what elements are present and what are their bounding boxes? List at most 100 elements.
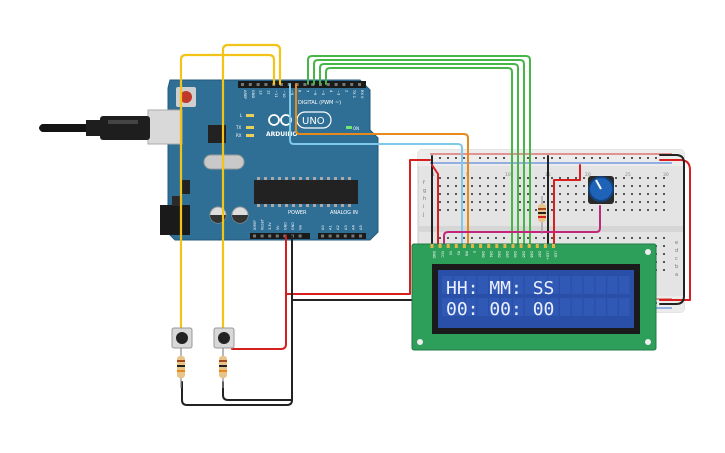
lcd-pin[interactable] xyxy=(446,244,450,248)
chip-leg xyxy=(264,204,267,207)
header-pin[interactable] xyxy=(351,234,355,238)
lcd-pin[interactable] xyxy=(511,244,515,248)
lcd-pin[interactable] xyxy=(471,244,474,248)
header-pin[interactable] xyxy=(268,234,272,238)
header-pin[interactable] xyxy=(359,234,362,238)
lcd-line-1: HH: MM: SS xyxy=(446,278,554,299)
header-pin[interactable] xyxy=(241,83,244,86)
lcd-pin[interactable] xyxy=(527,244,531,248)
header-pin[interactable] xyxy=(303,83,307,86)
top-pin-label: AREF xyxy=(243,90,247,99)
wire-red-jumper[interactable] xyxy=(553,164,581,247)
breadboard-hole xyxy=(543,193,545,195)
wire-green-d2[interactable] xyxy=(313,59,525,247)
breadboard-hole xyxy=(535,177,537,179)
chip-leg xyxy=(348,204,351,207)
header-pin[interactable] xyxy=(326,83,330,86)
breadboard-hole xyxy=(519,177,521,179)
header-pin[interactable] xyxy=(260,234,264,238)
pushbutton-1[interactable] xyxy=(171,327,193,349)
lcd-pin[interactable] xyxy=(454,244,458,248)
chip-leg xyxy=(285,204,288,207)
breadboard-hole xyxy=(447,193,449,195)
lcd-pin[interactable] xyxy=(438,244,442,248)
analog-pin-label: A1 xyxy=(329,225,333,230)
breadboard-hole xyxy=(631,209,633,211)
lcd-cell xyxy=(453,276,465,294)
breadboard-hole xyxy=(487,177,489,179)
header-pin[interactable] xyxy=(311,83,315,86)
header-pin[interactable] xyxy=(358,83,361,86)
wire-green-d3[interactable] xyxy=(319,63,519,247)
arduino-uno-board[interactable]: L TX RX ARDUINO UNO ON DIGITAL (PWM ~) A… xyxy=(39,79,379,241)
wire-black-right-rail[interactable] xyxy=(659,154,685,305)
breadboard-hole xyxy=(647,209,649,211)
wire-magenta-v0[interactable] xyxy=(443,205,601,247)
lcd-pin-label: RS xyxy=(457,251,461,255)
resistor-button-2[interactable] xyxy=(219,348,227,388)
breadboard-hole xyxy=(567,193,569,195)
backlight-resistor[interactable] xyxy=(538,196,546,234)
wire-green-d1[interactable] xyxy=(307,55,531,247)
lcd-pin[interactable] xyxy=(543,244,547,248)
header-pin[interactable] xyxy=(280,83,283,86)
lcd-pin-label: DB4 xyxy=(513,251,517,258)
header-pin[interactable] xyxy=(334,83,338,86)
lcd-pin[interactable] xyxy=(495,244,499,248)
header-pin[interactable] xyxy=(350,83,354,86)
header-pin[interactable] xyxy=(248,83,252,86)
lcd-pin[interactable] xyxy=(519,244,523,248)
atmega-chip xyxy=(254,177,358,207)
breadboard-hole xyxy=(639,177,641,179)
header-pin[interactable] xyxy=(253,234,256,238)
wire-yellow-button-1[interactable] xyxy=(179,53,276,338)
potentiometer[interactable] xyxy=(588,176,614,204)
header-pin[interactable] xyxy=(256,83,260,86)
wire-black-buttons-2[interactable] xyxy=(222,381,293,401)
lcd-pin[interactable] xyxy=(535,244,539,248)
lcd-pin[interactable] xyxy=(462,244,466,248)
rail-hole xyxy=(583,157,585,159)
header-pin[interactable] xyxy=(275,234,279,238)
lcd-pin[interactable] xyxy=(487,244,491,248)
header-pin[interactable] xyxy=(295,83,299,86)
wire-red-lcd-vcc[interactable] xyxy=(431,164,439,247)
wire-red-right-rail[interactable] xyxy=(659,159,691,301)
header-pin[interactable] xyxy=(328,234,332,238)
breadboard-hole xyxy=(543,237,545,239)
lcd-cell xyxy=(619,276,630,294)
chip-leg xyxy=(327,177,330,180)
led-tx-label: TX xyxy=(235,125,241,130)
wire-orange-rs[interactable] xyxy=(295,83,469,247)
breadboard-hole xyxy=(591,237,593,239)
breadboard-hole xyxy=(623,193,625,195)
header-pin[interactable] xyxy=(343,234,347,238)
header-pin[interactable] xyxy=(342,83,346,86)
reset-button[interactable] xyxy=(176,87,196,107)
lcd-pin[interactable] xyxy=(430,244,434,248)
header-pin[interactable] xyxy=(264,83,268,86)
wire-red-5v[interactable] xyxy=(231,235,287,350)
wire-yellow-button-2[interactable] xyxy=(221,43,282,338)
wire-black-gnd[interactable] xyxy=(291,235,415,301)
wire-green-d4[interactable] xyxy=(325,67,513,247)
header-pin[interactable] xyxy=(336,234,340,238)
breadboard-hole xyxy=(631,201,633,203)
resistor-button-1[interactable] xyxy=(177,348,185,388)
wire-blue-e[interactable] xyxy=(289,83,463,247)
wire-black-buttons[interactable] xyxy=(181,299,293,406)
top-pin-label: TX 1 xyxy=(352,89,356,98)
header-pin[interactable] xyxy=(283,234,287,238)
breadboard-hole xyxy=(663,237,665,239)
lcd-pin[interactable] xyxy=(552,244,555,248)
header-pin[interactable] xyxy=(298,234,302,238)
breadboard-hole xyxy=(583,177,585,179)
lcd-pin[interactable] xyxy=(503,244,507,248)
lcd-pin[interactable] xyxy=(479,244,483,248)
breadboard-hole xyxy=(439,237,441,239)
wire-red-rail[interactable] xyxy=(285,159,431,295)
pushbutton-2[interactable] xyxy=(213,327,235,349)
header-pin[interactable] xyxy=(321,234,324,238)
breadboard-hole xyxy=(463,193,465,195)
